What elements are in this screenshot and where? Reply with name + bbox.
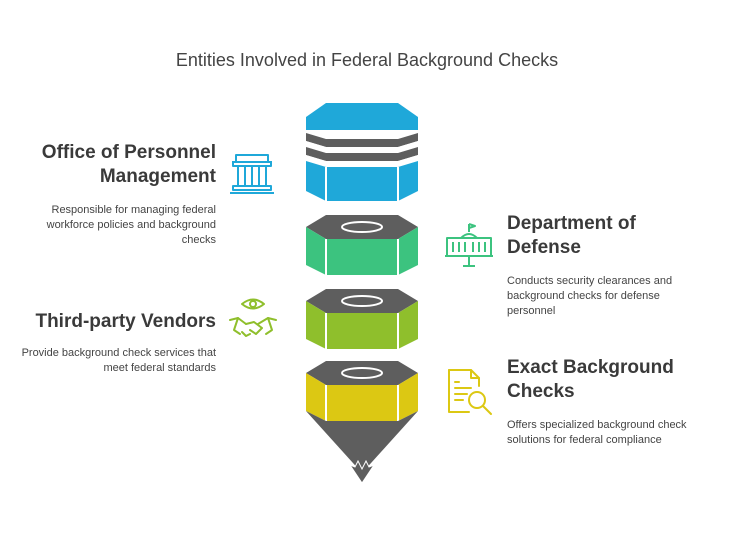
- entity-heading-opm: Office of Personnel Management: [20, 141, 216, 189]
- entity-heading-ebc: Exact Background Checks: [507, 356, 707, 404]
- document-search-icon: [448, 369, 492, 415]
- stack-layer-yellow: [306, 361, 418, 421]
- dod-heading-line1: Department of: [507, 213, 636, 234]
- entity-heading-vendors: Third-party Vendors: [20, 310, 216, 334]
- opm-heading-line1: Office of Personnel: [41, 142, 216, 163]
- pencil-tip: [306, 411, 418, 484]
- entity-description-opm: Responsible for managing federal workfor…: [46, 204, 216, 246]
- diagram-title: Entities Involved in Federal Background …: [175, 50, 559, 70]
- stack-layer-olive: [306, 289, 418, 349]
- opm-heading-line2: Management: [99, 166, 216, 187]
- stack-layer-green: [306, 215, 418, 275]
- ebc-heading-line2: Checks: [507, 381, 575, 402]
- entity-description-ebc: Offers specialized background check solu…: [507, 419, 687, 446]
- handshake-eye-icon: [229, 298, 277, 337]
- vendors-heading-line1: Third-party Vendors: [35, 311, 216, 332]
- entity-description-vendors: Provide background check services that m…: [21, 347, 216, 374]
- ebc-heading-line1: Exact Background: [507, 357, 674, 378]
- capitol-building-icon: [445, 223, 493, 267]
- government-building-icon: [230, 154, 274, 194]
- entity-heading-dod: Department of Defense: [507, 212, 707, 260]
- entity-description-dod: Conducts security clearances and backgro…: [507, 275, 673, 317]
- dod-heading-line2: Defense: [507, 237, 581, 258]
- stack-layer-blue: [306, 103, 418, 201]
- stacked-pencil-diagram: [306, 103, 418, 484]
